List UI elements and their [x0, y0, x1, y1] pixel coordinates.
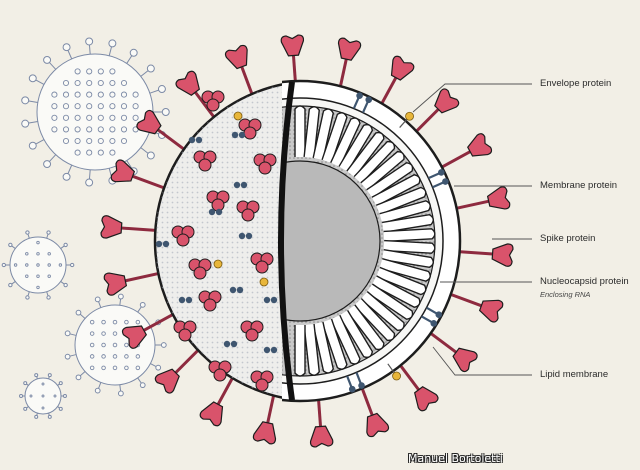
spike-protein	[447, 291, 504, 323]
surface-spike-top	[188, 258, 212, 280]
surface-spike-top	[173, 320, 197, 342]
rna-loop	[371, 174, 421, 207]
rna-loop	[346, 131, 385, 178]
spike-protein	[103, 271, 161, 296]
rna-loop	[381, 213, 434, 234]
rna-loop	[353, 140, 396, 184]
rna-loop	[294, 105, 306, 157]
rna-loop	[312, 321, 334, 374]
envelope-protein-label: Envelope protein	[540, 78, 612, 89]
rna-loop	[375, 266, 427, 296]
rim-envelope-protein	[399, 111, 414, 128]
cut-edge	[278, 81, 295, 401]
surface-spike-top	[208, 360, 232, 382]
rna-loop	[338, 310, 374, 359]
rna-loop	[379, 200, 431, 225]
rna-loop	[294, 325, 306, 377]
rna-loop	[330, 314, 361, 365]
rim-proteins	[346, 92, 449, 393]
membrane-protein-dot	[233, 181, 248, 189]
spike-protein	[426, 329, 478, 373]
surface-spike-top	[198, 290, 222, 312]
lipid-membrane-label: Lipid membrane	[540, 369, 609, 380]
surface-spike-top	[171, 225, 195, 247]
rna-loop	[303, 106, 320, 159]
nucleocapsid-sublabel: Enclosing RNA	[540, 290, 591, 299]
nucleocapsid-protein-label: Nucleocapsid protein	[540, 276, 629, 287]
rna-loop	[383, 228, 436, 243]
membrane-protein-dot	[263, 296, 278, 304]
spike-protein	[154, 346, 203, 394]
spike-protein-label: Spike protein	[540, 233, 596, 244]
spike-protein	[110, 159, 167, 191]
rna-loop	[366, 283, 414, 320]
rna-loop	[360, 291, 405, 331]
rna-loop	[330, 117, 361, 168]
rim-membrane-protein	[421, 306, 443, 327]
virus-sketch	[19, 373, 67, 419]
virus-sketch	[1, 230, 75, 300]
rna-loop	[312, 108, 334, 161]
rna-loop	[346, 304, 385, 351]
membrane-protein-dot	[155, 240, 170, 248]
membrane-protein-dot	[229, 286, 244, 294]
surface-spike-top	[240, 320, 264, 342]
surface-spike-top	[250, 252, 274, 274]
spike-protein	[456, 243, 514, 267]
membrane-protein-dot	[263, 346, 278, 354]
rna-loop	[303, 323, 320, 376]
rna-loop	[366, 162, 414, 199]
surface-spike-top	[238, 118, 262, 140]
virus-sketch	[21, 37, 170, 187]
surface-proteins	[155, 90, 278, 392]
membrane-protein-dot	[178, 296, 193, 304]
envelope-protein-dot	[213, 259, 223, 269]
membrane-protein-label: Membrane protein	[540, 180, 618, 191]
spike-protein	[411, 88, 460, 136]
spike-proteins	[100, 34, 514, 448]
leader-lines	[412, 83, 532, 376]
rna-loop	[360, 151, 405, 191]
rna-loop	[353, 298, 396, 342]
spike-protein	[175, 70, 219, 122]
spike-protein	[280, 34, 305, 92]
membrane-protein-dot	[223, 340, 238, 348]
rim-membrane-protein	[346, 372, 365, 393]
membrane-protein-dot	[238, 232, 253, 240]
spike-protein	[121, 311, 177, 349]
rna-loop	[383, 239, 436, 254]
spike-protein	[136, 109, 188, 153]
membrane-protein-dot	[231, 131, 246, 139]
rim-membrane-protein	[428, 169, 449, 189]
virus-cross-section	[282, 79, 462, 403]
virus-exterior-half	[153, 83, 282, 399]
rna-loop	[338, 123, 374, 172]
surface-spike-top	[236, 200, 260, 222]
rna-loop	[321, 318, 348, 370]
rna-loop	[321, 112, 348, 164]
envelope-protein-dot	[233, 111, 243, 121]
spike-protein	[453, 186, 511, 211]
spike-protein	[100, 215, 158, 239]
rna-loop	[371, 275, 421, 308]
envelope-protein-dot	[259, 277, 269, 287]
virus-sketch	[64, 293, 167, 397]
surface-spike-top	[206, 190, 230, 212]
rna-loop	[379, 257, 431, 282]
surface-spike-top	[193, 150, 217, 172]
rna-loop	[375, 186, 427, 216]
rim-envelope-protein	[387, 363, 401, 381]
surface-spike-top	[201, 90, 225, 112]
surface-spike-top	[250, 370, 274, 392]
image-credit: Manuel Bortoletti	[408, 452, 503, 465]
surface-spike-top	[253, 153, 277, 175]
spike-protein	[437, 133, 493, 171]
rim-membrane-protein	[352, 92, 372, 113]
membrane-protein-dot	[208, 208, 223, 216]
rna-loop	[381, 248, 434, 269]
membrane-protein-dot	[188, 136, 203, 144]
background-virus-sketches	[1, 37, 170, 419]
